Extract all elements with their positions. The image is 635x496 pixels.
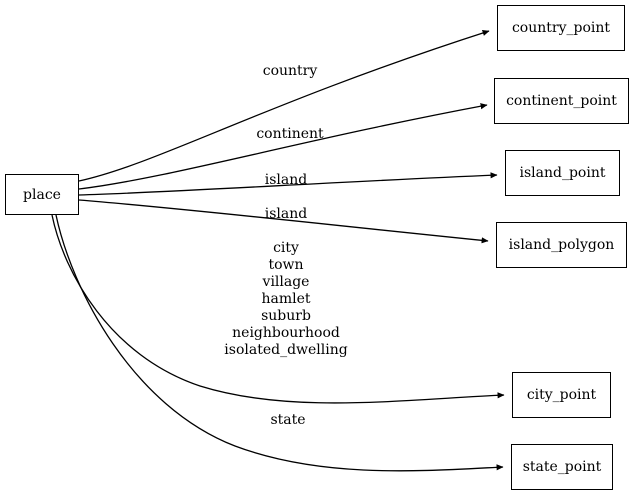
node-place[interactable]: place <box>5 174 79 215</box>
edge-label-line: town <box>268 257 304 273</box>
edge-label-line: continent <box>256 126 324 142</box>
edge-label-line: city <box>273 240 299 256</box>
node-country-point-label: country_point <box>511 20 611 36</box>
edge-label-line: isolated_dwelling <box>224 342 348 358</box>
edge-line-island-polygon <box>78 199 489 244</box>
edge-line-country <box>78 30 490 182</box>
edge-label-line: country <box>262 63 318 79</box>
edge-label-state-point: state <box>0 412 576 429</box>
edge-line-state-point <box>55 214 504 472</box>
node-continent-point[interactable]: continent_point <box>494 78 629 124</box>
node-island-point-label: island_point <box>519 165 606 181</box>
edge-line-island-point <box>78 172 498 196</box>
node-state-point-label: state_point <box>522 459 602 475</box>
node-city-point-label: city_point <box>526 387 597 403</box>
edge-label-island-point: island <box>0 172 572 189</box>
edge-line-city-point <box>51 214 505 404</box>
edge-label-country: country <box>0 63 580 80</box>
node-country-point[interactable]: country_point <box>497 5 625 51</box>
edge-label-island-polygon: island <box>0 206 572 223</box>
node-continent-point-label: continent_point <box>506 93 617 109</box>
edge-label-line: island <box>264 172 308 188</box>
edge-label-line: neighbourhood <box>232 325 340 341</box>
node-island-point[interactable]: island_point <box>505 150 620 196</box>
edge-line-continent <box>78 103 488 190</box>
node-state-point[interactable]: state_point <box>511 444 613 490</box>
edge-label-line: hamlet <box>261 291 311 307</box>
node-island-polygon-label: island_polygon <box>508 237 615 253</box>
edge-label-line: village <box>262 274 310 290</box>
edge-label-line: suburb <box>261 308 311 324</box>
edge-label-line: island <box>264 206 308 222</box>
edge-label-line: state <box>270 412 306 428</box>
node-city-point[interactable]: city_point <box>512 372 611 418</box>
node-island-polygon[interactable]: island_polygon <box>496 222 627 268</box>
edge-label-continent: continent <box>0 126 580 143</box>
node-place-label: place <box>23 186 61 203</box>
